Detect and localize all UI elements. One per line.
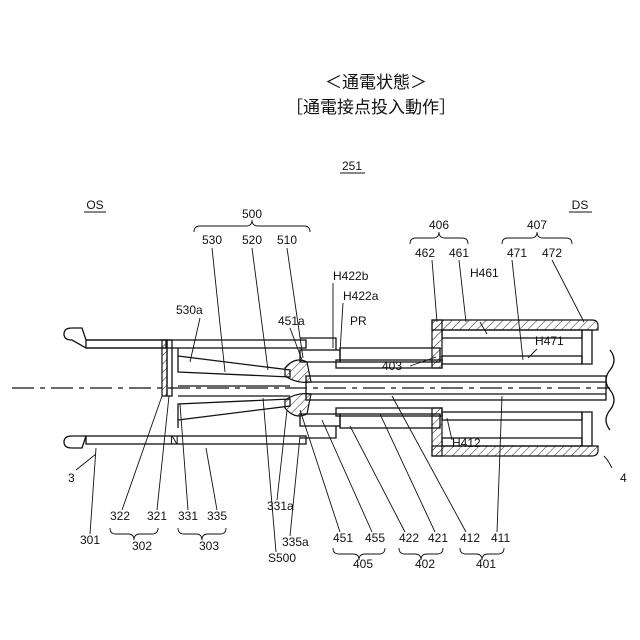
sleeve-455-bottom [300, 414, 340, 426]
os-guide-bottom-tip [64, 436, 86, 448]
leader-S500 [263, 398, 276, 552]
label-S500: S500 [268, 551, 296, 565]
label-401: 401 [476, 557, 496, 571]
leader-461 [459, 260, 466, 322]
sleeve-455-top [300, 350, 340, 362]
label-421: 421 [428, 531, 448, 545]
label-321: 321 [147, 509, 167, 523]
label-530a: 530a [176, 303, 203, 317]
leader-331a [277, 410, 287, 500]
os-guide-bottom [86, 436, 306, 444]
title-sub: ［通電接点投入動作］ [286, 98, 456, 118]
housing-471-inner-bottom [442, 412, 582, 420]
label-405: 405 [353, 557, 373, 571]
leader-335 [206, 448, 217, 510]
label-3: 3 [68, 471, 75, 485]
label-520: 520 [242, 233, 262, 247]
leader-411 [497, 396, 502, 532]
leader-301 [90, 448, 96, 534]
label-471: 471 [507, 246, 527, 260]
label-H422a: H422a [343, 289, 379, 303]
os-guide-top-tip [64, 328, 166, 348]
leader-530 [212, 248, 225, 372]
leader-4 [604, 456, 612, 468]
label-411: 411 [491, 531, 510, 545]
side-right-label: DS [572, 198, 589, 212]
label-331: 331 [178, 509, 198, 523]
leader-455 [322, 420, 372, 532]
leader-422 [350, 426, 405, 532]
label-403: 403 [382, 359, 402, 373]
label-500: 500 [242, 207, 262, 221]
housing-462-top [432, 320, 442, 368]
label-H422b: H422b [333, 269, 369, 283]
leader-472 [552, 260, 584, 322]
label-510: 510 [277, 233, 297, 247]
figure-ref: 251 [342, 159, 362, 173]
label-PR: PR [350, 314, 367, 328]
leader-520 [252, 248, 268, 370]
os-guide-top [86, 340, 306, 348]
contact-451-bottom [285, 394, 311, 416]
label-301: 301 [80, 533, 100, 547]
marker-N: N [170, 433, 179, 447]
label-H461: H461 [470, 266, 499, 280]
leader-462 [432, 260, 437, 322]
brace-500 [194, 220, 310, 232]
label-451: 451 [333, 531, 353, 545]
label-406: 406 [429, 218, 449, 232]
label-472: 472 [542, 246, 562, 260]
leader-471 [512, 260, 523, 360]
label-335: 335 [207, 509, 227, 523]
label-4: 4 [620, 471, 627, 485]
label-461: 461 [449, 246, 469, 260]
housing-461-bottom [432, 446, 598, 456]
label-407: 407 [527, 218, 547, 232]
leader-451 [300, 410, 340, 532]
sleeve-530-bottom [178, 399, 290, 420]
plate-322 [162, 340, 167, 396]
label-302: 302 [132, 539, 152, 553]
leader-H422a [340, 303, 343, 352]
break-line [606, 350, 614, 430]
side-left-label: OS [86, 198, 103, 212]
label-335a: 335a [282, 535, 309, 549]
label-462: 462 [415, 246, 435, 260]
label-322: 322 [110, 509, 130, 523]
label-422: 422 [399, 531, 419, 545]
sleeve-530-top [178, 356, 290, 377]
brace-406 [410, 232, 468, 244]
label-331a: 331a [267, 499, 294, 513]
contact-451-top [285, 360, 311, 382]
barrel-421-bottom [336, 408, 442, 416]
label-402: 402 [415, 557, 435, 571]
label-451a: 451a [278, 314, 305, 328]
label-455: 455 [365, 531, 385, 545]
housing-461-top [432, 320, 598, 330]
housing-471-inner-top [442, 356, 582, 364]
leader-321 [157, 396, 169, 510]
housing-462-bottom [432, 408, 442, 456]
leader-3 [76, 454, 96, 470]
title-main: ＜通電状態＞ [325, 73, 427, 93]
leader-335a [290, 436, 300, 536]
leader-421 [380, 414, 435, 532]
leader-H412 [447, 418, 452, 440]
label-412: 412 [460, 531, 480, 545]
label-303: 303 [199, 539, 219, 553]
label-530: 530 [202, 233, 222, 247]
brace-407 [502, 232, 572, 244]
leader-322 [122, 396, 162, 510]
label-H471: H471 [535, 334, 564, 348]
